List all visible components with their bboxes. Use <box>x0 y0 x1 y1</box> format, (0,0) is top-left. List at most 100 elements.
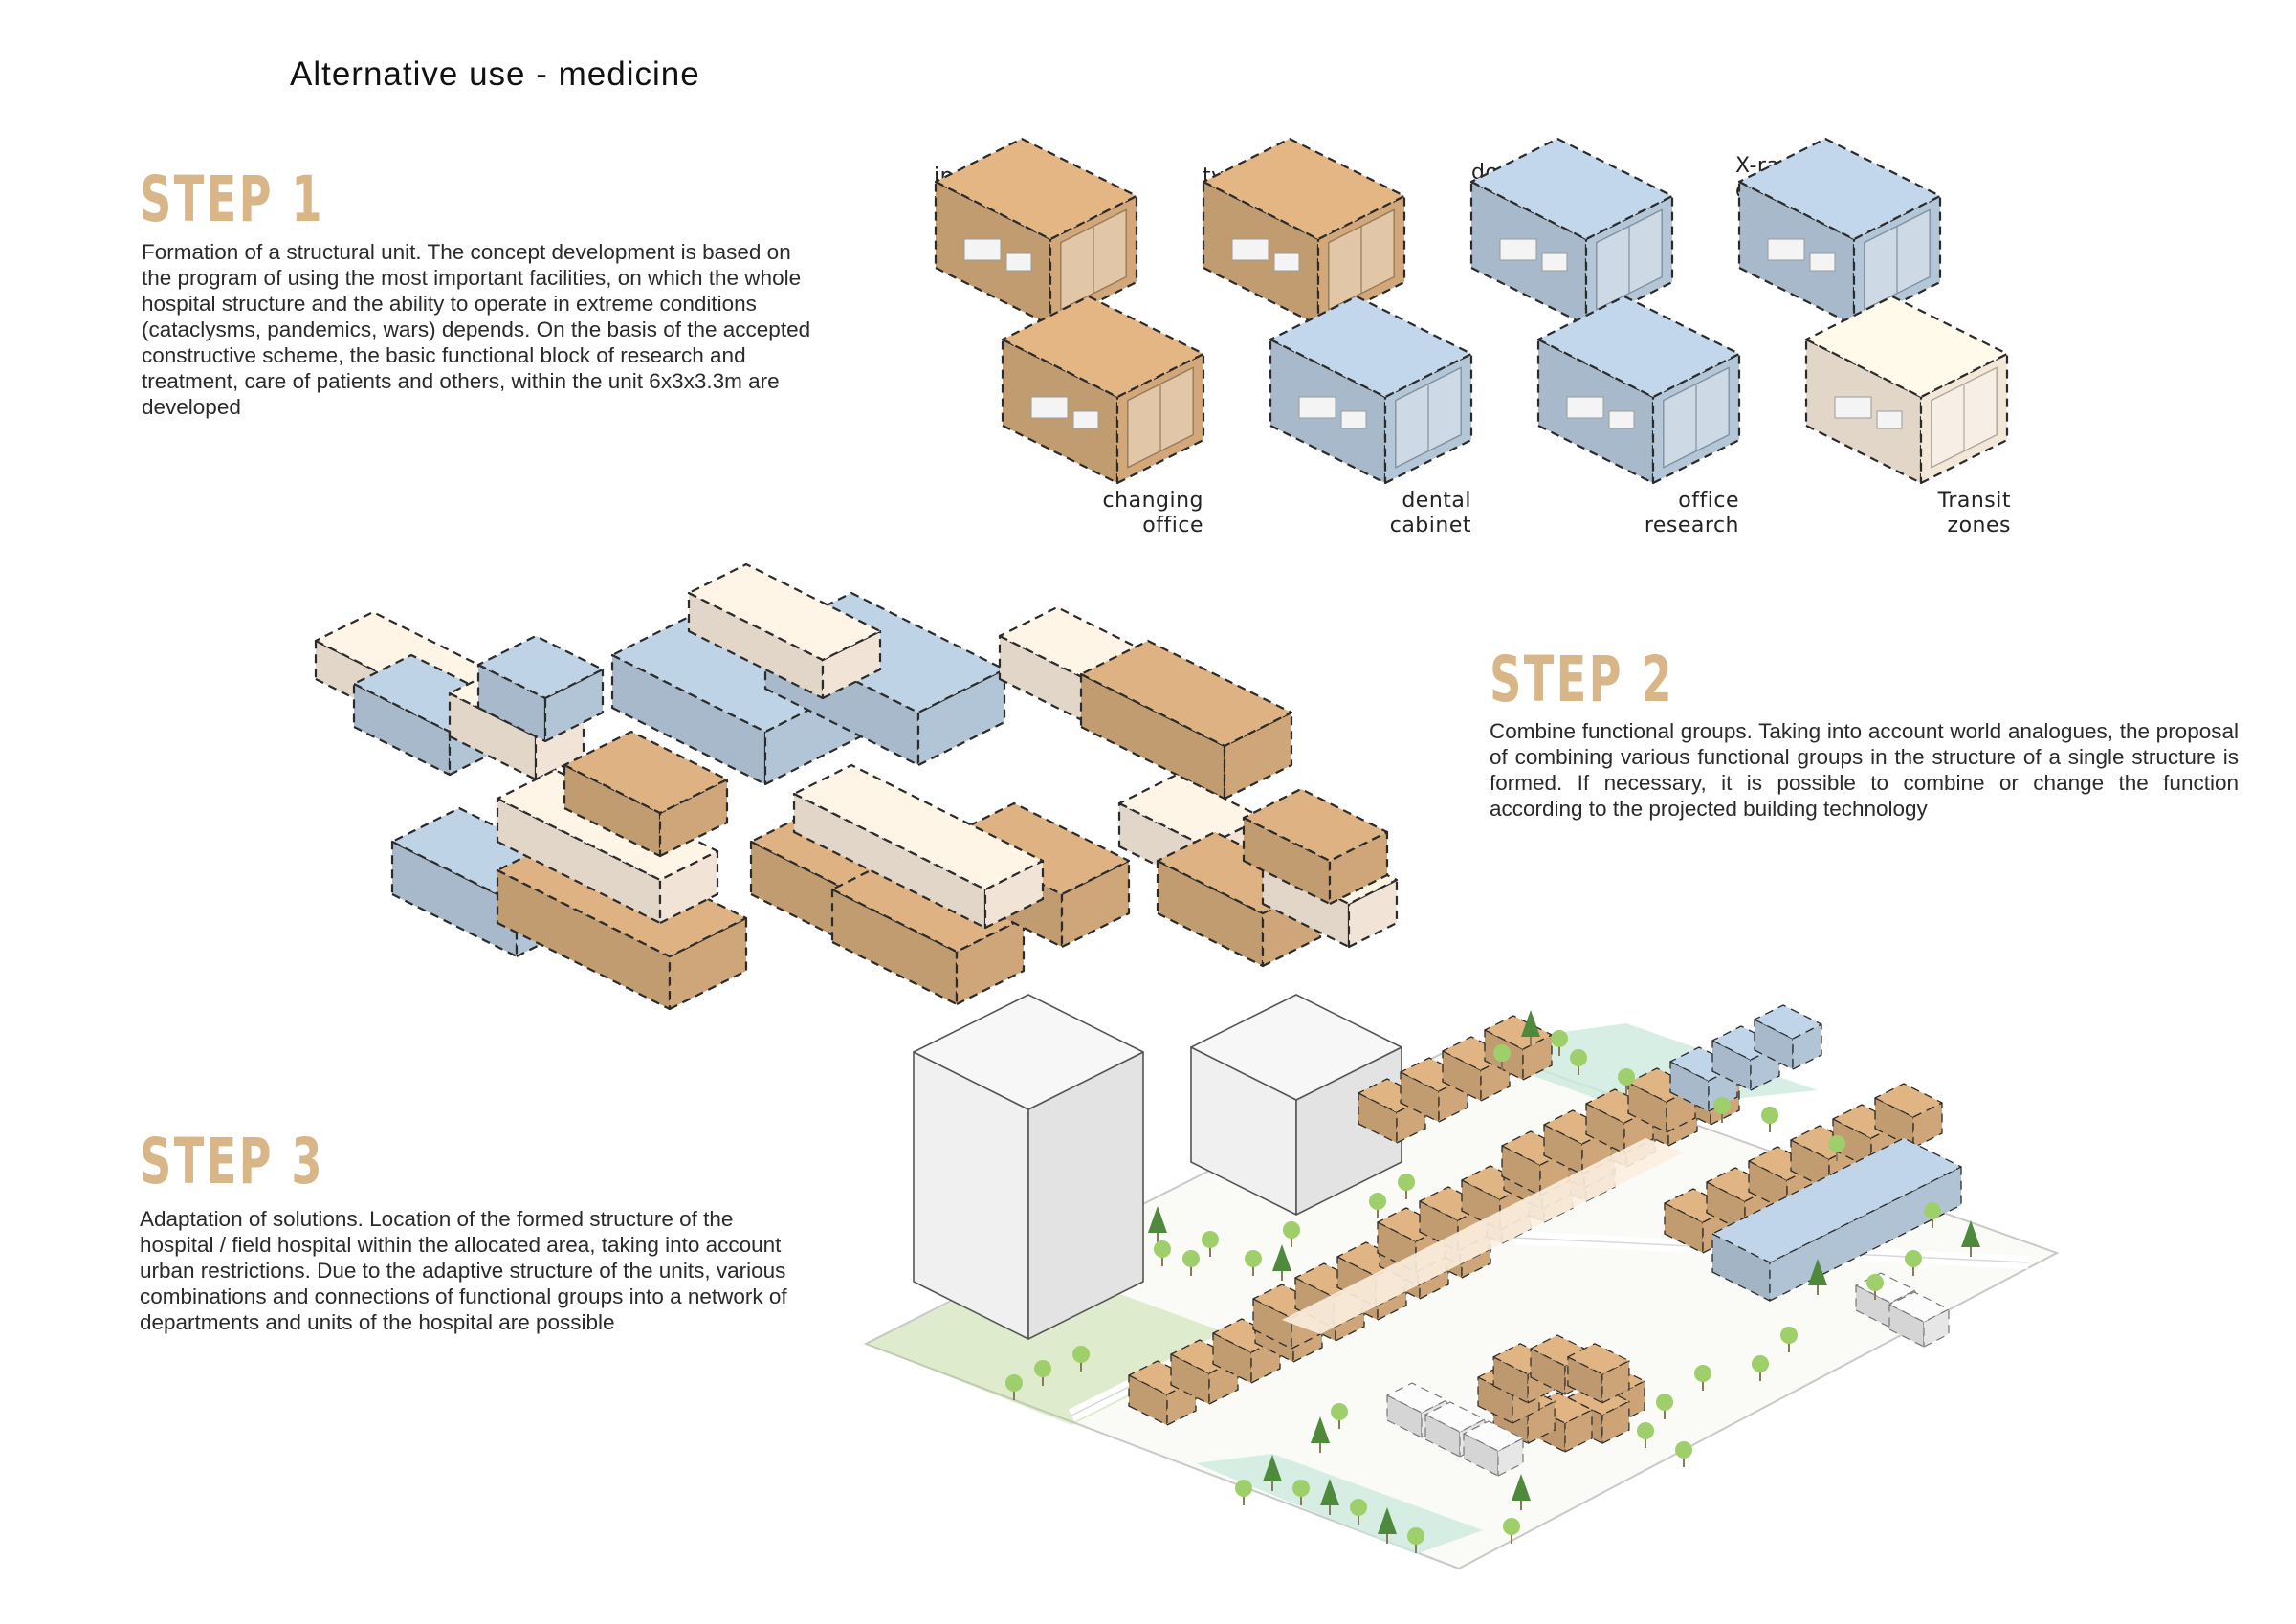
mobile-unit <box>1888 1291 1950 1348</box>
furniture-block <box>1298 396 1336 419</box>
furniture-block <box>1340 410 1367 429</box>
step-1-modules <box>934 137 2009 485</box>
module-changing-office <box>1001 295 1205 485</box>
tree-icon <box>1713 1097 1731 1123</box>
furniture-block <box>1566 396 1604 419</box>
step-3-text: Adaptation of solutions. Location of the… <box>140 1207 787 1334</box>
mobile-unit <box>1463 1420 1524 1477</box>
conifer-tree-icon <box>1263 1455 1282 1491</box>
tree-icon <box>1072 1346 1090 1372</box>
furniture-block <box>1030 396 1069 419</box>
combination-3 <box>998 605 1293 801</box>
step-2-text: Combine functional groups. Taking into a… <box>1490 719 2239 821</box>
combination-4 <box>390 730 748 1011</box>
module-office-research <box>1536 295 1741 485</box>
page-title: Alternative use - medicine <box>290 55 700 93</box>
step-1-heading: STEP 1 <box>140 163 324 236</box>
tree-icon <box>1618 1068 1635 1094</box>
tree-icon <box>1292 1480 1310 1505</box>
conifer-tree-icon <box>1521 1010 1540 1046</box>
step-3-site-plan <box>863 994 2060 1570</box>
tree-icon <box>1752 1355 1769 1381</box>
combination-4-unit <box>563 730 729 858</box>
tree-icon <box>1369 1193 1386 1218</box>
conifer-tree-icon <box>1808 1259 1827 1295</box>
combination-3-unit <box>1079 639 1293 801</box>
furniture-block <box>1273 252 1300 272</box>
module-dental-cabinet <box>1269 295 1473 485</box>
tree-icon <box>1570 1049 1587 1075</box>
tree-icon <box>1761 1107 1778 1132</box>
furniture-block <box>1072 410 1099 429</box>
furniture-block <box>963 238 1002 261</box>
tree-icon <box>1407 1527 1424 1553</box>
tree-icon <box>1182 1250 1200 1276</box>
conifer-tree-icon <box>1320 1479 1339 1515</box>
module-transit-zones <box>1804 295 2009 485</box>
tree-icon <box>1551 1030 1568 1056</box>
tree-icon <box>1283 1221 1300 1247</box>
tree-icon <box>1202 1231 1219 1257</box>
conifer-tree-icon <box>1311 1416 1330 1453</box>
hospital-unit <box>1442 1036 1511 1102</box>
tree-icon <box>1245 1250 1262 1276</box>
furniture-block <box>1834 396 1872 419</box>
step-3-heading: STEP 3 <box>140 1125 324 1198</box>
furniture-block <box>1231 238 1269 261</box>
module-typical-ward <box>1202 137 1406 327</box>
tree-icon <box>1637 1422 1654 1448</box>
tree-icon <box>1398 1174 1415 1199</box>
tree-icon <box>1034 1360 1051 1386</box>
tree-icon <box>1828 1135 1845 1161</box>
combination-1 <box>314 610 605 781</box>
combination-6 <box>1117 773 1399 968</box>
furniture-block <box>1767 238 1805 261</box>
step-2-combinations <box>314 562 1399 1011</box>
tree-icon <box>1694 1365 1711 1391</box>
combination-5 <box>749 763 1131 1006</box>
combination-2-unit <box>687 562 882 700</box>
furniture-block <box>1499 238 1537 261</box>
combination-6-unit <box>1242 787 1389 906</box>
existing-building-tall <box>913 994 1144 1340</box>
conifer-tree-icon <box>1148 1206 1167 1242</box>
furniture-block <box>1809 252 1836 272</box>
furniture-block <box>1005 252 1032 272</box>
tree-icon <box>1154 1240 1171 1266</box>
step-2-heading: STEP 2 <box>1490 643 1674 716</box>
tree-icon <box>1005 1374 1023 1400</box>
transit-spine <box>1282 1138 1684 1334</box>
module-xray-diagnostics <box>1737 137 1942 327</box>
tree-icon <box>1656 1394 1673 1419</box>
hospital-unit <box>1754 1004 1822 1070</box>
furniture-block <box>1876 410 1903 429</box>
hospital-unit <box>1874 1083 1943 1149</box>
tree-icon <box>1493 1044 1511 1070</box>
conifer-tree-icon <box>1961 1220 1980 1257</box>
module-individual-ward <box>934 137 1138 327</box>
conifer-tree-icon <box>1512 1474 1531 1510</box>
tree-icon <box>1924 1202 1941 1228</box>
radial-ward-unit <box>1567 1343 1630 1404</box>
tree-icon <box>1331 1403 1348 1429</box>
conifer-tree-icon <box>1378 1507 1397 1544</box>
tree-icon <box>1503 1518 1520 1544</box>
tree-icon <box>1905 1250 1922 1276</box>
combination-2 <box>610 562 1006 786</box>
furniture-block <box>1541 252 1568 272</box>
combination-5-unit <box>830 854 1026 1006</box>
tree-icon <box>1350 1499 1367 1525</box>
tree-icon <box>1866 1274 1884 1300</box>
module-doctors-office <box>1469 137 1674 327</box>
step-1-text: Formation of a structural unit. The conc… <box>142 240 811 419</box>
tree-icon <box>1235 1480 1252 1505</box>
combination-1-unit <box>476 634 605 743</box>
tree-icon <box>1780 1327 1798 1352</box>
furniture-block <box>1608 410 1635 429</box>
tree-icon <box>1675 1441 1692 1467</box>
